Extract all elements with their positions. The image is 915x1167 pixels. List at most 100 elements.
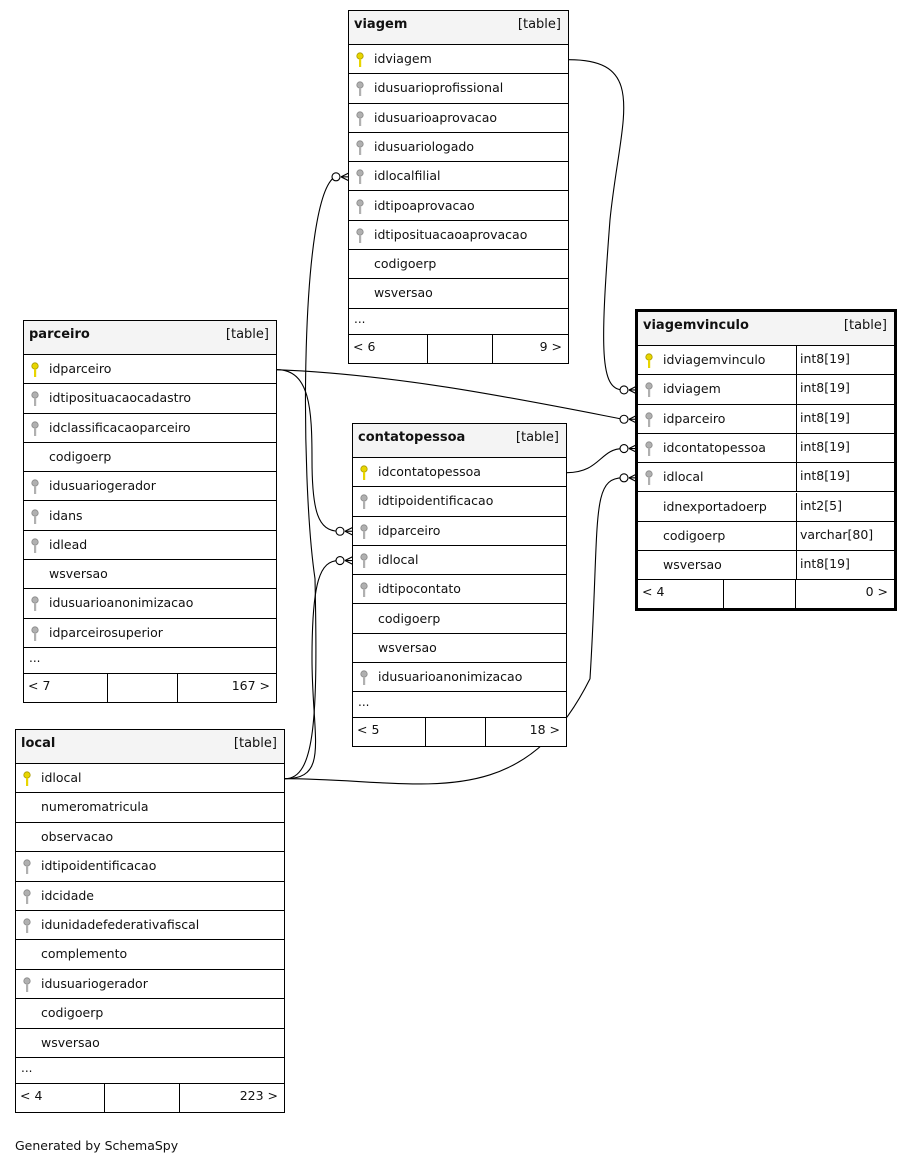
column-name: idlocal — [378, 551, 419, 567]
children-count: 167 > — [231, 678, 270, 693]
foreign-key-icon — [30, 626, 42, 642]
column-row-idusuariologado[interactable]: idusuariologado — [349, 133, 568, 163]
column-type: int8[19] — [796, 346, 886, 375]
column-name: idusuarioaprovacao — [374, 109, 498, 125]
edge-viagem-viagemvinculo — [568, 59, 625, 391]
column-name: idviagem — [374, 51, 432, 66]
table-header[interactable]: viagemvinculo[table] — [638, 312, 894, 346]
column-name: idusuarioprofissional — [374, 80, 504, 96]
children-count-link[interactable]: 9 > — [493, 335, 568, 363]
column-row-idviagem[interactable]: idviagem — [349, 45, 568, 75]
column-name: idlead — [49, 536, 88, 552]
column-row-idparceiro[interactable]: idparceiro — [24, 355, 276, 385]
column-row-idusuarioprofissional[interactable]: idusuarioprofissional — [349, 74, 568, 104]
column-name: codigoerp — [374, 256, 437, 272]
column-row-idtipoidentificacao[interactable]: idtipoidentificacao — [353, 487, 566, 517]
foreign-key-icon — [355, 169, 367, 185]
column-name: idtipocontato — [378, 581, 461, 597]
table-header[interactable]: viagem[table] — [349, 11, 568, 45]
column-row-idparceiro[interactable]: idparceiro — [353, 517, 566, 546]
column-row-idusuarioanonimizacao[interactable]: idusuarioanonimizacao — [24, 589, 276, 619]
column-row-numeromatricula[interactable]: numeromatricula — [16, 793, 284, 823]
table-header[interactable]: parceiro[table] — [24, 321, 276, 355]
table-viagem[interactable]: viagem[table] idviagem idusuarioprofission… — [348, 10, 569, 364]
column-row-codigoerp[interactable]: codigoerp — [349, 250, 568, 280]
column-row-idtipoidentificacao[interactable]: idtipoidentificacao — [16, 852, 284, 882]
column-row-idlocal[interactable]: idlocal — [353, 546, 566, 576]
column-row-wsversao[interactable]: wsversao — [353, 634, 566, 664]
column-row-idans[interactable]: idans — [24, 502, 276, 531]
column-row-idcontatopessoa[interactable]: idcontatopessoa — [353, 458, 566, 488]
column-name: idparceiro — [378, 522, 441, 538]
column-row-codigoerp[interactable]: codigoerp — [16, 999, 284, 1029]
column-row-idtiposituacaoaprovacao[interactable]: idtiposituacaoaprovacao — [349, 221, 568, 251]
column-name: idparceirosuperior — [49, 624, 163, 640]
foreign-key-icon — [30, 391, 42, 407]
children-count-link[interactable]: 18 > — [486, 718, 566, 746]
children-count-link[interactable]: 0 > — [796, 580, 894, 608]
foreign-key-icon — [30, 508, 42, 525]
children-count-link[interactable]: 167 > — [178, 674, 276, 702]
column-row-idlocal[interactable]: idlocal — [16, 764, 284, 794]
column-name: wsversao — [378, 639, 437, 655]
column-row-idcidade[interactable]: idcidade — [16, 882, 284, 911]
column-row-wsversao[interactable]: wsversao — [16, 1029, 284, 1058]
column-row-observacao[interactable]: observacao — [16, 823, 284, 853]
table-parceiro[interactable]: parceiro[table]idparceiro idtiposituacaoc… — [23, 320, 277, 703]
parents-count-link[interactable]: < 7 — [24, 674, 108, 702]
column-name: idtiposituacaocadastro — [49, 390, 192, 406]
column-row-idunidadefederativafiscal[interactable]: idunidadefederativafiscal — [16, 911, 284, 941]
table-header[interactable]: contatopessoa[table] — [353, 424, 566, 458]
column-row-idusuarioanonimizacao[interactable]: idusuarioanonimizacao — [353, 663, 566, 693]
column-row-idtipoaprovacao[interactable]: idtipoaprovacao — [349, 192, 568, 221]
primary-key-icon — [30, 362, 42, 378]
column-row-idtipocontato[interactable]: idtipocontato — [353, 575, 566, 605]
column-row-codigoerp[interactable]: codigoerp — [353, 605, 566, 634]
children-count-link[interactable]: 223 > — [180, 1084, 284, 1112]
column-row-idusuarioaprovacao[interactable]: idusuarioaprovacao — [349, 104, 568, 133]
parents-count-link[interactable]: < 4 — [16, 1084, 105, 1112]
column-row-wsversao[interactable]: wsversao — [349, 279, 568, 309]
column-row-idusuariogerador[interactable]: idusuariogerador — [24, 472, 276, 502]
column-name: wsversao — [41, 1034, 100, 1050]
column-row-wsversao[interactable]: wsversao — [24, 560, 276, 590]
column-row-idlocalfilial[interactable]: idlocalfilial — [349, 162, 568, 192]
column-row-idclassificacaoparceiro[interactable]: idclassificacaoparceiro — [24, 414, 276, 443]
column-name: idans — [49, 507, 83, 523]
parents-count-link[interactable]: < 4 — [638, 580, 724, 609]
column-name: complemento — [41, 946, 128, 962]
column-name: idclassificacaoparceiro — [49, 419, 191, 435]
column-type: varchar[80] — [796, 521, 886, 551]
column-row-idusuariogerador[interactable]: idusuariogerador — [16, 970, 284, 1000]
more-columns-indicator: ... — [349, 309, 568, 335]
table-type-label: [table] — [517, 17, 561, 32]
parents-count-link[interactable]: < 6 — [349, 334, 428, 363]
column-row-idparceirosuperior[interactable]: idparceirosuperior — [24, 619, 276, 648]
primary-key-icon — [22, 771, 34, 787]
parents-count-link[interactable]: < 5 — [353, 718, 426, 747]
column-row-codigoerp[interactable]: codigoerp — [24, 443, 276, 473]
column-row-complemento[interactable]: complemento — [16, 940, 284, 970]
foreign-key-icon — [30, 538, 42, 554]
children-count: 223 > — [239, 1088, 278, 1103]
column-name: idparceiro — [663, 410, 726, 426]
table-header[interactable]: local[table] — [16, 730, 284, 764]
more-columns-indicator: ... — [24, 648, 276, 674]
rows-count-cell — [108, 674, 178, 702]
table-footer: < 4 223 > — [16, 1084, 284, 1112]
column-row-idlead[interactable]: idlead — [24, 531, 276, 561]
column-row-idtiposituacaocadastro[interactable]: idtiposituacaocadastro — [24, 384, 276, 414]
foreign-key-icon — [355, 198, 367, 215]
